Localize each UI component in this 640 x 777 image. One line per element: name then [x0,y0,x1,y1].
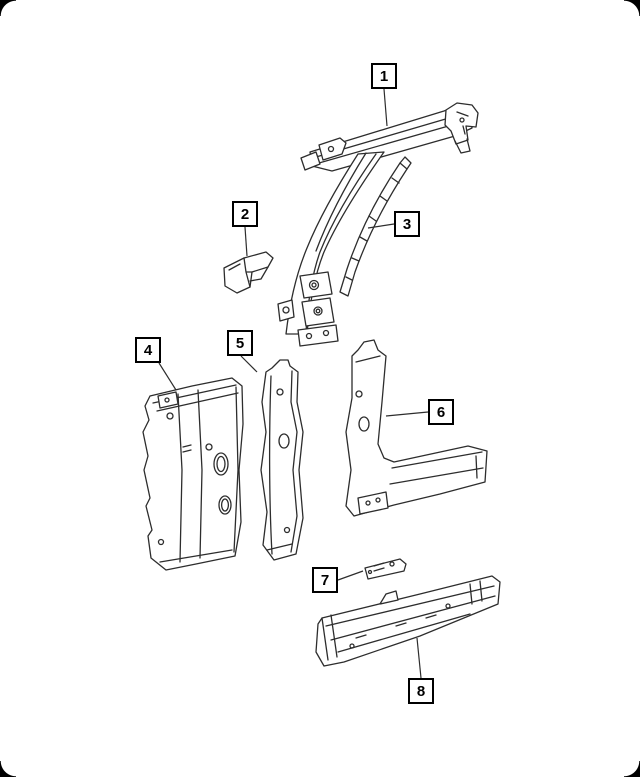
callout-5[interactable]: 5 [227,330,253,356]
leader-line-1 [383,88,388,127]
callout-2[interactable]: 2 [232,201,258,227]
leader-lines [158,88,429,679]
leader-line-2 [244,226,248,257]
callout-1[interactable]: 1 [371,63,397,89]
leader-line-3 [367,223,395,229]
part-7-drawing [364,558,407,580]
part-8-drawing [315,575,501,667]
part-1-drawing [277,102,479,347]
callout-4[interactable]: 4 [135,337,161,363]
leader-line-5 [240,355,258,373]
part-2-drawing [223,251,274,294]
part-5-drawing [260,359,304,561]
leader-line-4 [158,362,177,391]
callout-8[interactable]: 8 [408,678,434,704]
callout-3[interactable]: 3 [394,211,420,237]
leader-line-7 [337,570,364,581]
callout-6[interactable]: 6 [428,399,454,425]
leader-line-6 [385,411,429,417]
part-3-drawing [339,156,412,297]
part-6-drawing [345,339,488,517]
part-4-drawing [142,377,244,571]
leader-line-8 [416,637,422,679]
callout-7[interactable]: 7 [312,567,338,593]
